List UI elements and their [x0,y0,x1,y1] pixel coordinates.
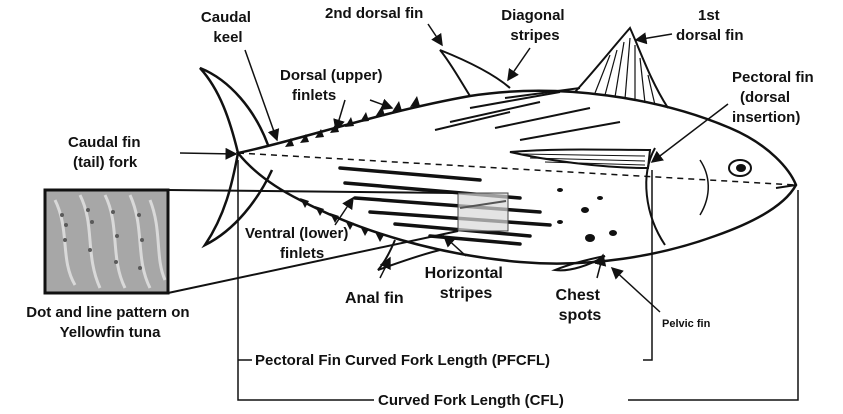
label-caudal-fin-fork: Caudal fin (tail) fork [68,134,145,171]
label-pectoral-fin-insertion: Pectoral fin (dorsal insertion) [732,69,818,126]
label-anal-fin: Anal fin [345,290,404,307]
arrow-pelvic-fin [612,268,660,312]
label-pelvic-fin: Pelvic fin [662,318,711,330]
pectoral-fin-lines [520,154,645,165]
label-chest-spots: Chest spots [556,287,605,324]
sample-area-box [458,193,508,231]
second-dorsal-fin-shape [440,50,510,96]
first-dorsal-fin-shape [575,28,668,108]
label-diagonal-stripes: Diagonal stripes [501,7,569,44]
lateral-midline [238,153,796,185]
chest-spots [557,188,617,242]
label-second-dorsal-fin: 2nd dorsal fin [325,5,423,22]
arrow-dorsal-finlets-b [370,100,392,108]
horizontal-stripes [340,168,550,244]
pupil [736,164,746,172]
label-inset-caption: Dot and line pattern on Yellowfin tuna [26,304,194,341]
label-first-dorsal-fin: 1st dorsal fin [676,7,744,44]
label-caudal-keel: Caudal keel [201,9,255,46]
label-horizontal-stripes: Horizontal stripes [425,265,508,302]
arrow-diagonal-stripes [508,48,530,80]
head-lines [700,160,708,215]
label-cfl: Curved Fork Length (CFL) [378,392,564,409]
label-dorsal-finlets: Dorsal (upper) finlets [280,67,387,104]
arrow-first-dorsal [636,34,672,40]
pectoral-fin-shape [510,150,650,169]
arrow-caudal-fork [180,153,236,154]
label-pfcfl: Pectoral Fin Curved Fork Length (PFCFL) [255,352,550,369]
arrow-second-dorsal [428,24,442,45]
diagonal-stripes [435,88,620,140]
